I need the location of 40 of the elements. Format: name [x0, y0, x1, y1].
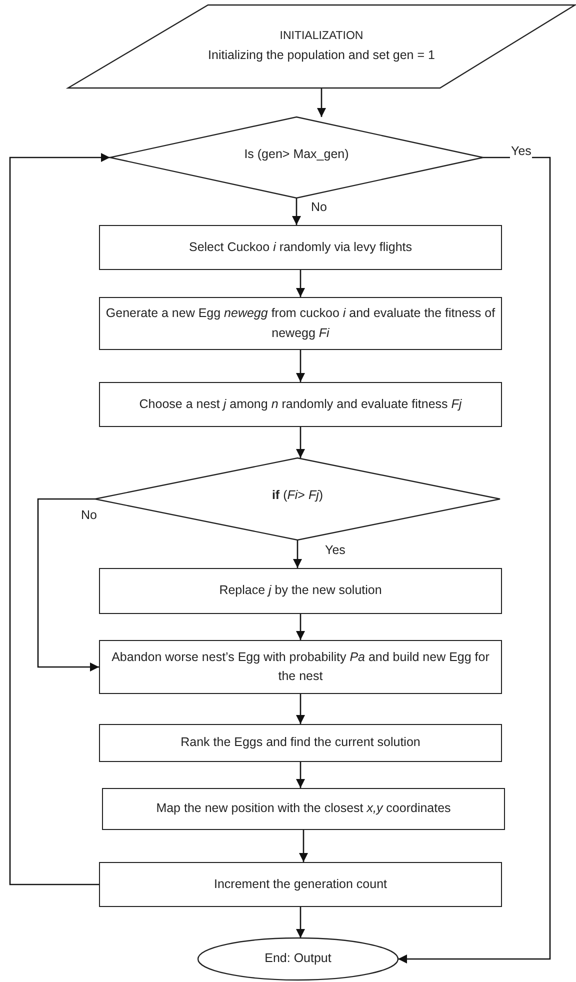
arrow: [296, 762, 305, 788]
node-text: End: Output: [264, 950, 332, 968]
arrow: [296, 427, 305, 458]
decision-diamond: [95, 458, 500, 540]
arrow: [296, 907, 305, 938]
process-box: [99, 382, 502, 427]
decision-diamond: [110, 117, 483, 198]
arrow: [37, 498, 99, 672]
process-box: [99, 297, 502, 350]
process-box: [99, 724, 502, 762]
node-text: Increment the generation count: [214, 876, 388, 893]
node-heading: INITIALIZATION: [280, 28, 364, 44]
node-text: Select Cuckoo i randomly via levy flights: [188, 238, 412, 256]
node-text: Map the new position with the closest x,y coordinates: [156, 800, 451, 818]
process-box: [99, 568, 502, 614]
arrow: [299, 830, 308, 862]
node-text: Rank the Eggs and find the current solution: [180, 734, 420, 752]
arrow: [317, 88, 326, 117]
node-text: Generate a new Egg newegg from cuckoo i and evaluate the fitness of newegg Fi: [104, 305, 496, 342]
arrow: [296, 270, 305, 297]
arrow: [293, 540, 302, 568]
arrow: [296, 614, 305, 640]
arrow: [292, 198, 301, 225]
node-text: Replace j by the new solution: [219, 582, 382, 600]
process-box: [102, 788, 505, 830]
node-text: Choose a nest j among n randomly and evaluate fitness Fj: [139, 396, 462, 413]
input-parallelogram: [68, 5, 575, 88]
node-text: Is (gen> Max_gen): [244, 146, 349, 163]
process-box: [99, 225, 502, 270]
node-text: Initializing the population and set gen = 1: [208, 46, 435, 64]
edge-label: Yes: [510, 144, 532, 159]
process-box: [99, 862, 502, 907]
node-text: if (Fi> Fj): [272, 487, 324, 504]
node-text: Abandon worse nest’s Egg with probability Pa and build new Egg for the nest: [110, 648, 490, 685]
arrow: [398, 156, 551, 964]
arrow: [9, 153, 110, 886]
terminal-ellipse: [198, 938, 398, 980]
arrow: [296, 350, 305, 382]
process-box: [99, 640, 502, 694]
arrow: [296, 694, 305, 724]
